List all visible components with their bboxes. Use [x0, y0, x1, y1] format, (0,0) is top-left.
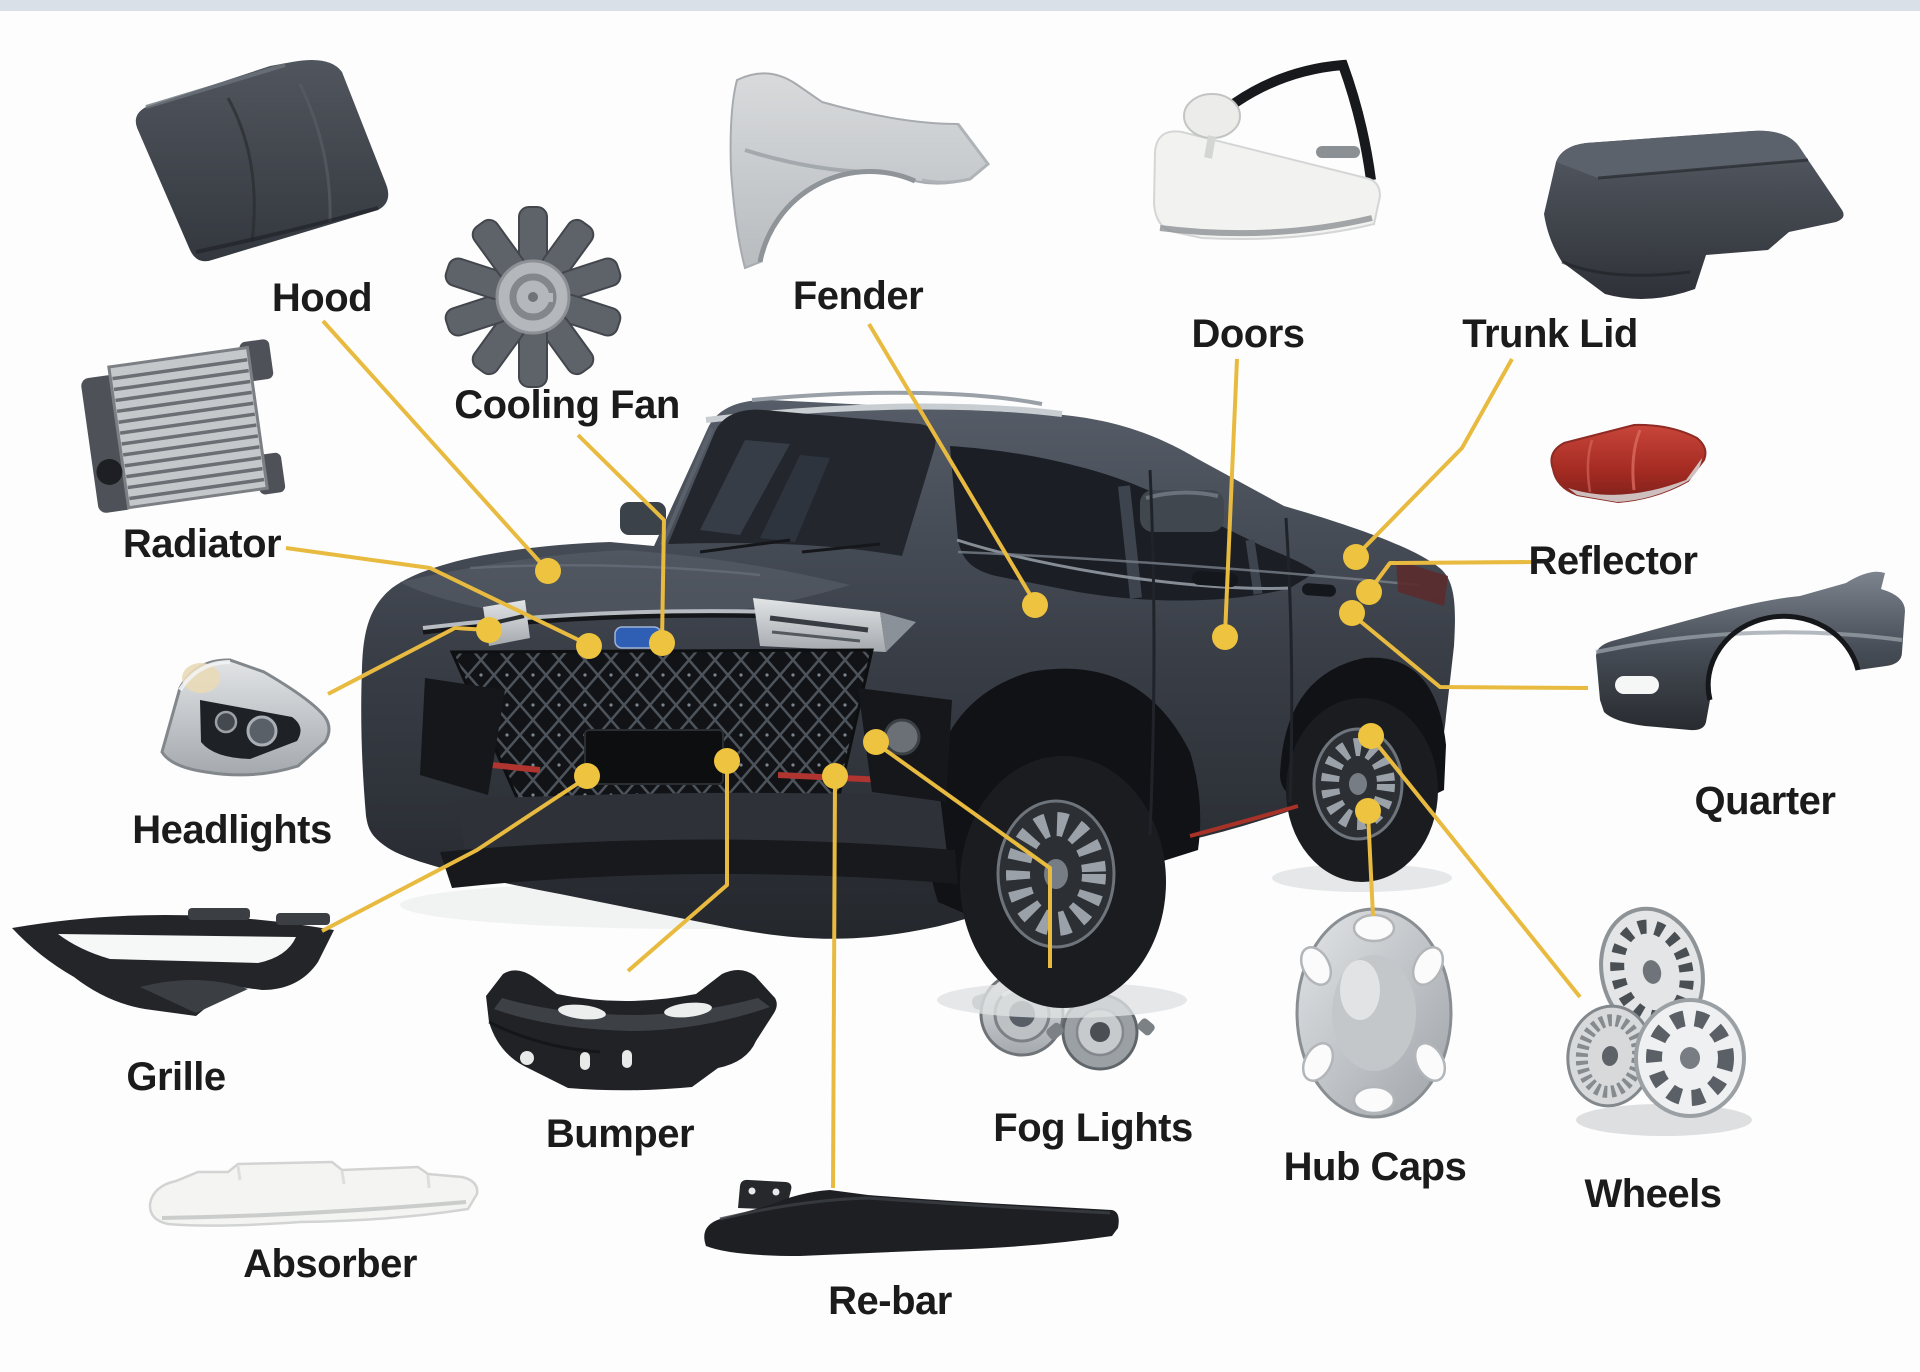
trunk-lid-part-image	[1544, 130, 1844, 299]
hood-part-image	[135, 59, 389, 262]
part-illustrations	[12, 59, 1905, 1256]
leader-line-doors	[1223, 358, 1239, 636]
label-quarter: Quarter	[1695, 779, 1836, 823]
quarter-part-image	[1595, 571, 1905, 731]
reflector-part-image	[1550, 423, 1707, 504]
label-hood: Hood	[272, 276, 372, 320]
leader-line-wheels	[1370, 736, 1582, 999]
leader-line-hood	[321, 319, 550, 573]
label-radiator: Radiator	[123, 522, 281, 566]
leader-dot-doors	[1212, 624, 1238, 650]
label-grille: Grille	[126, 1055, 225, 1099]
leader-dot-re-bar	[822, 763, 848, 789]
top-strip	[0, 0, 1920, 11]
car-illustration	[361, 390, 1455, 1018]
label-wheels: Wheels	[1584, 1172, 1721, 1216]
leader-dot-trunk-lid	[1343, 544, 1369, 570]
radiator-part-image	[81, 339, 286, 513]
leader-dot-fog-lights	[863, 729, 889, 755]
leader-dot-reflector	[1356, 579, 1382, 605]
connector-layer	[285, 319, 1589, 1189]
wheels-part-image	[1566, 906, 1752, 1136]
label-bumper: Bumper	[546, 1112, 694, 1156]
bumper-part-image	[486, 969, 777, 1091]
leader-line-radiator	[285, 546, 590, 647]
leader-line-trunk-lid	[1354, 358, 1514, 558]
leader-line-reflector	[1368, 560, 1535, 592]
label-layer: Hood Cooling Fan Fender Doors Trunk Lid …	[123, 274, 1836, 1323]
cooling-fan-part-image	[444, 206, 622, 388]
leader-dot-radiator	[576, 633, 602, 659]
leader-dot-cooling-fan	[649, 630, 675, 656]
label-absorber: Absorber	[243, 1242, 417, 1286]
absorber-part-image	[148, 1160, 479, 1227]
label-hub-caps: Hub Caps	[1284, 1145, 1467, 1189]
fender-part-image	[729, 72, 991, 270]
leader-line-re-bar	[831, 778, 837, 1189]
leader-dot-fender	[1022, 592, 1048, 618]
label-re-bar: Re-bar	[828, 1279, 952, 1323]
leader-dot-hub-caps	[1355, 798, 1381, 824]
hub-caps-part-image	[1295, 907, 1453, 1119]
leader-dot-wheels	[1358, 723, 1384, 749]
leader-line-grille	[321, 776, 588, 933]
leader-line-quarter	[1352, 614, 1589, 690]
leader-line-cooling-fan	[576, 433, 666, 644]
leader-line-fog-lights	[875, 742, 1052, 968]
label-reflector: Reflector	[1529, 539, 1698, 583]
leader-dot-quarter	[1339, 600, 1365, 626]
leader-dot-grille	[574, 763, 600, 789]
leader-dot-headlights	[476, 617, 502, 643]
grille-part-image	[12, 908, 334, 1016]
leader-dot-hood	[535, 558, 561, 584]
label-cooling-fan: Cooling Fan	[454, 383, 680, 427]
doors-part-image	[1152, 59, 1382, 241]
label-trunk-lid: Trunk Lid	[1462, 312, 1638, 356]
headlights-part-image	[160, 658, 331, 777]
label-headlights: Headlights	[132, 808, 331, 852]
leader-dot-bumper	[714, 748, 740, 774]
leader-line-hub-caps	[1366, 812, 1375, 917]
leader-line-bumper	[626, 763, 729, 973]
label-fog-lights: Fog Lights	[993, 1106, 1192, 1150]
label-doors: Doors	[1191, 312, 1304, 356]
re-bar-part-image	[704, 1179, 1119, 1256]
label-fender: Fender	[793, 274, 923, 318]
leader-line-fender	[867, 322, 1037, 605]
